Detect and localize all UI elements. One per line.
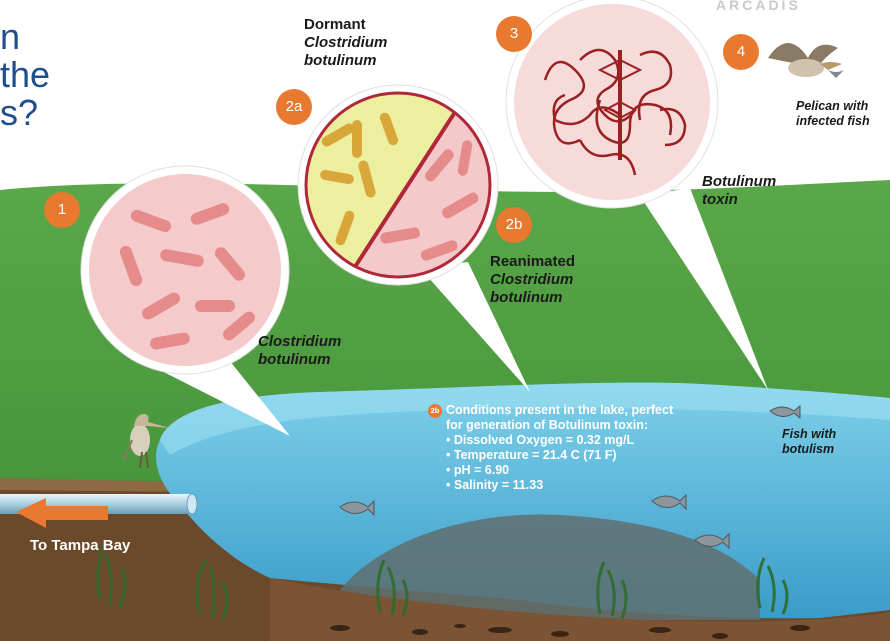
step-marker-2a: 2a: [276, 89, 312, 125]
label-to-tampa-bay: To Tampa Bay: [30, 537, 130, 554]
label-reanimated-line3: botulinum: [490, 289, 575, 307]
conditions-badge: 2b: [428, 404, 442, 418]
step-marker-1: 1: [44, 192, 80, 228]
title-line-2: the: [0, 56, 50, 94]
label-clostridium: Clostridium botulinum: [258, 333, 341, 369]
label-pelican-line2: infected fish: [796, 114, 870, 129]
label-fish-line1: Fish with: [782, 427, 836, 442]
label-pelican: Pelican with infected fish: [796, 99, 870, 129]
label-dormant-line1: Dormant: [304, 16, 387, 34]
label-toxin-line1: Botulinum: [702, 173, 776, 191]
condition-ph: pH = 6.90: [446, 463, 748, 478]
label-dormant-line2: Clostridium: [304, 34, 387, 52]
label-clostridium-line1: Clostridium: [258, 333, 341, 351]
title-line-3: s?: [0, 94, 50, 132]
title-line-1: n: [0, 18, 50, 56]
page-title-fragment: n the s?: [0, 18, 50, 132]
conditions-heading-1: Conditions present in the lake, perfect: [428, 403, 748, 418]
condition-temperature: Temperature = 21.4 C (71 F): [446, 448, 748, 463]
label-reanimated-line2: Clostridium: [490, 271, 575, 289]
conditions-list: Dissolved Oxygen = 0.32 mg/L Temperature…: [428, 433, 748, 493]
label-dormant-line3: botulinum: [304, 52, 387, 70]
label-fish-line2: botulism: [782, 442, 836, 457]
step-marker-4: 4: [723, 34, 759, 70]
condition-salinity: Salinity = 11.33: [446, 478, 748, 493]
toxin-circle: [506, 0, 718, 208]
label-toxin-line2: toxin: [702, 191, 776, 209]
lake-conditions: 2b Conditions present in the lake, perfe…: [428, 403, 748, 493]
label-reanimated-line1: Reanimated: [490, 253, 575, 271]
pelican-flying: [768, 43, 844, 78]
conditions-heading-2: for generation of Botulinum toxin:: [428, 418, 748, 433]
step-marker-3: 3: [496, 16, 532, 52]
label-toxin: Botulinum toxin: [702, 173, 776, 209]
step-marker-2b: 2b: [496, 207, 532, 243]
label-dormant: Dormant Clostridium botulinum: [304, 16, 387, 70]
condition-dissolved-oxygen: Dissolved Oxygen = 0.32 mg/L: [446, 433, 748, 448]
label-fish: Fish with botulism: [782, 427, 836, 457]
label-clostridium-line2: botulinum: [258, 351, 341, 369]
brand-logo: ARCADIS: [716, 0, 801, 10]
label-reanimated: Reanimated Clostridium botulinum: [490, 253, 575, 307]
label-pelican-line1: Pelican with: [796, 99, 870, 114]
